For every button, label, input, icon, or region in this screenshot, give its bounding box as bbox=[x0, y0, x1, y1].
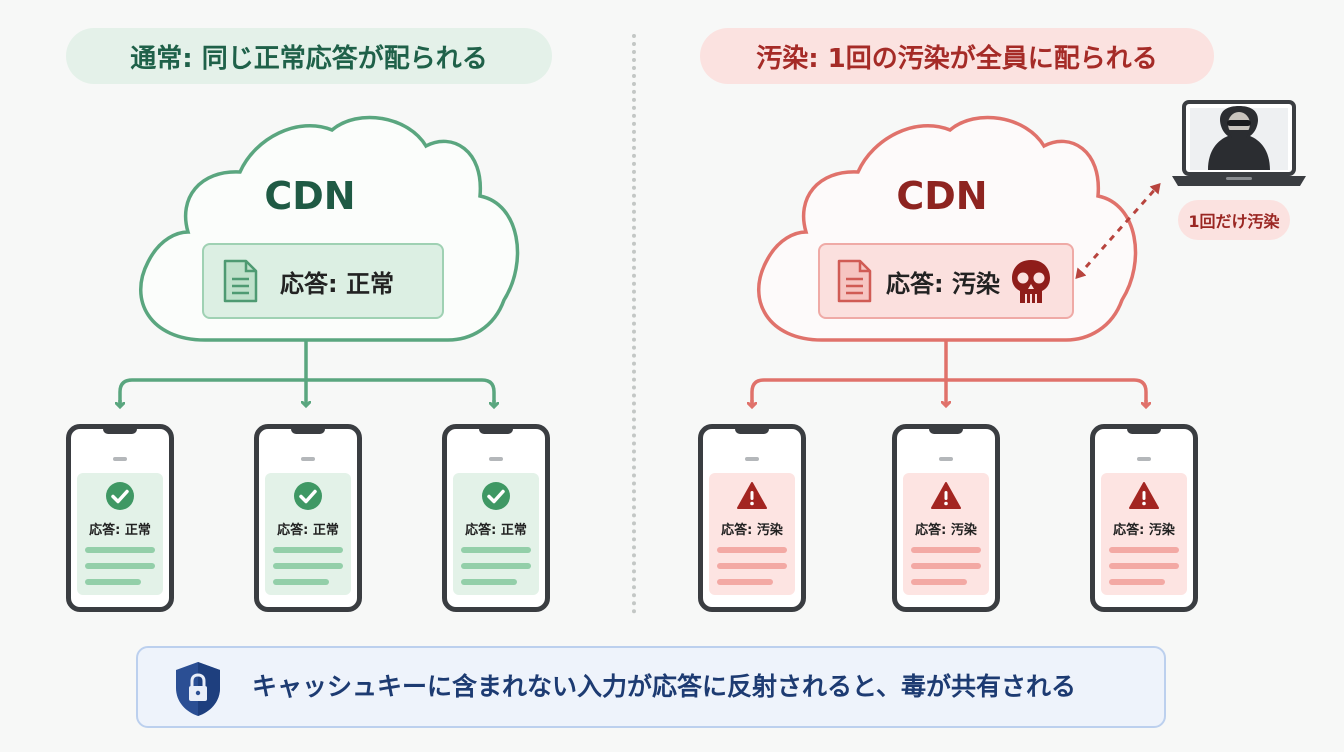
panel-divider bbox=[632, 34, 636, 614]
distribution-arrows-left bbox=[120, 340, 494, 407]
phone-earpiece bbox=[939, 457, 953, 461]
content-line bbox=[85, 579, 141, 585]
content-line bbox=[461, 547, 531, 553]
response-card: 応答: 正常 bbox=[77, 473, 163, 595]
response-card: 応答: 正常 bbox=[453, 473, 539, 595]
content-line bbox=[273, 579, 329, 585]
check-circle-icon bbox=[294, 482, 322, 510]
content-line bbox=[1109, 547, 1179, 553]
document-icon bbox=[223, 259, 258, 303]
warning-triangle-icon bbox=[737, 482, 767, 509]
phone-earpiece bbox=[301, 457, 315, 461]
response-card: 応答: 汚染 bbox=[903, 473, 989, 595]
phone-earpiece bbox=[113, 457, 127, 461]
phone-notch bbox=[479, 428, 513, 434]
response-card-label: 応答: 汚染 bbox=[721, 523, 783, 538]
poisoned-heading: 汚染: 1回の汚染が全員に配られる bbox=[700, 28, 1214, 84]
response-card-label: 応答: 汚染 bbox=[915, 523, 977, 538]
distribution-arrows-right bbox=[752, 340, 1146, 407]
client-phone-normal-1: 応答: 正常 bbox=[66, 424, 174, 612]
client-phone-normal-2: 応答: 正常 bbox=[254, 424, 362, 612]
normal-heading: 通常: 同じ正常応答が配られる bbox=[66, 28, 552, 84]
cached-response-poisoned: 応答: 汚染 bbox=[818, 243, 1074, 319]
client-phone-poisoned-3: 応答: 汚染 bbox=[1090, 424, 1198, 612]
response-label-normal: 応答: 正常 bbox=[280, 269, 394, 298]
client-phone-poisoned-2: 応答: 汚染 bbox=[892, 424, 1000, 612]
content-line bbox=[85, 547, 155, 553]
summary-text: キャッシュキーに含まれない入力が応答に反射されると、毒が共有される bbox=[252, 672, 1077, 701]
shield-lock-icon bbox=[176, 662, 220, 716]
cdn-label-right: CDN bbox=[896, 174, 988, 218]
content-line bbox=[461, 563, 531, 569]
response-label-poisoned: 応答: 汚染 bbox=[886, 269, 1000, 298]
phone-notch bbox=[929, 428, 963, 434]
phone-earpiece bbox=[745, 457, 759, 461]
content-line bbox=[717, 579, 773, 585]
content-line bbox=[911, 563, 981, 569]
content-line bbox=[273, 563, 343, 569]
response-card: 応答: 汚染 bbox=[1101, 473, 1187, 595]
content-line bbox=[717, 547, 787, 553]
phone-notch bbox=[103, 428, 137, 434]
phone-earpiece bbox=[489, 457, 503, 461]
response-card: 応答: 正常 bbox=[265, 473, 351, 595]
client-phone-normal-3: 応答: 正常 bbox=[442, 424, 550, 612]
response-card: 応答: 汚染 bbox=[709, 473, 795, 595]
warning-triangle-icon bbox=[931, 482, 961, 509]
response-card-label: 応答: 正常 bbox=[89, 523, 151, 538]
phone-notch bbox=[1127, 428, 1161, 434]
content-line bbox=[461, 579, 517, 585]
document-icon bbox=[837, 259, 872, 303]
response-card-label: 応答: 汚染 bbox=[1113, 523, 1175, 538]
content-line bbox=[717, 563, 787, 569]
poison-injection-arrow bbox=[1075, 183, 1161, 279]
response-card-label: 応答: 正常 bbox=[277, 523, 339, 538]
summary-banner: キャッシュキーに含まれない入力が応答に反射されると、毒が共有される bbox=[136, 646, 1166, 728]
cdn-label-left: CDN bbox=[264, 174, 356, 218]
check-circle-icon bbox=[482, 482, 510, 510]
phone-notch bbox=[291, 428, 325, 434]
warning-triangle-icon bbox=[1129, 482, 1159, 509]
attacker-laptop-icon bbox=[1172, 100, 1306, 186]
content-line bbox=[1109, 563, 1179, 569]
attacker-label: 1回だけ汚染 bbox=[1178, 200, 1290, 240]
client-phone-poisoned-1: 応答: 汚染 bbox=[698, 424, 806, 612]
content-line bbox=[85, 563, 155, 569]
content-line bbox=[911, 579, 967, 585]
content-line bbox=[1109, 579, 1165, 585]
content-line bbox=[911, 547, 981, 553]
cached-response-normal: 応答: 正常 bbox=[202, 243, 444, 319]
check-circle-icon bbox=[106, 482, 134, 510]
response-card-label: 応答: 正常 bbox=[465, 523, 527, 538]
phone-earpiece bbox=[1137, 457, 1151, 461]
phone-notch bbox=[735, 428, 769, 434]
content-line bbox=[273, 547, 343, 553]
skull-icon bbox=[1011, 260, 1050, 303]
